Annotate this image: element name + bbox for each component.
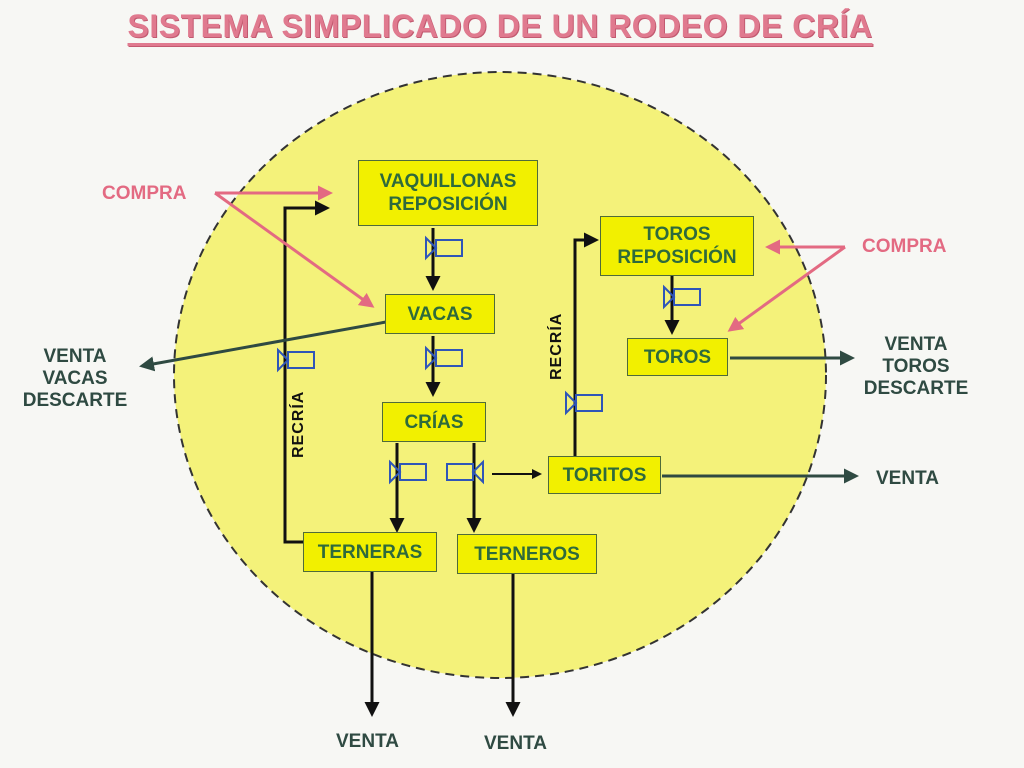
valve-icon <box>565 390 603 416</box>
box-terneras: TERNERAS <box>303 532 437 572</box>
box-toros-reposicion-line1: TOROS <box>643 224 711 245</box>
arrow-recria-left <box>283 200 330 544</box>
label-venta-terneras: VENTA <box>336 731 399 752</box>
label-compra-left: COMPRA <box>102 183 187 204</box>
label-venta-toros-line1: VENTA <box>884 334 948 355</box>
box-vacas: VACAS <box>385 294 495 334</box>
valve-icon <box>446 459 484 485</box>
box-terneros: TERNEROS <box>457 534 597 574</box>
arrow-vacas-venta <box>139 320 387 372</box>
label-compra-right: COMPRA <box>862 236 947 257</box>
label-recria-left: RECRÍA <box>290 390 307 458</box>
label-venta-toros-line2: TOROS <box>882 356 950 377</box>
label-venta-vacas-line2: VACAS <box>42 368 108 389</box>
label-venta-vacas-line3: DESCARTE <box>22 390 128 411</box>
compra-arrows <box>214 185 846 332</box>
box-toros-reposicion: TOROS REPOSICIÓN <box>600 216 754 276</box>
valve-icon <box>663 284 701 310</box>
arrow-recria-right <box>573 232 599 456</box>
label-venta-vacas-descarte: VENTA VACAS DESCARTE <box>12 346 138 412</box>
label-venta-terneros: VENTA <box>484 733 547 754</box>
valve-icon <box>277 347 315 373</box>
label-venta-toros-descarte: VENTA TOROS DESCARTE <box>852 334 980 400</box>
label-recria-right: RECRÍA <box>548 312 565 380</box>
box-crias: CRÍAS <box>382 402 486 442</box>
valve-icon <box>425 345 463 371</box>
valve-icon-group <box>277 235 701 485</box>
venta-arrows <box>139 320 859 484</box>
label-venta-toros-line3: DESCARTE <box>863 378 969 399</box>
valve-icon <box>389 459 427 485</box>
arrow-compra-vacas <box>214 191 375 308</box>
box-toritos: TORITOS <box>548 456 661 494</box>
box-vaquillonas-line1: VAQUILLONAS <box>379 171 517 192</box>
box-toros: TOROS <box>627 338 728 376</box>
box-vaquillonas-line2: REPOSICIÓN <box>388 194 508 215</box>
diagram-title: SISTEMA SIMPLICADO DE UN RODEO DE CRÍA <box>127 8 873 44</box>
box-toros-reposicion-line2: REPOSICIÓN <box>617 247 737 268</box>
flow-arrows <box>283 200 680 717</box>
label-venta-vacas-line1: VENTA <box>43 346 107 367</box>
valve-icon <box>425 235 463 261</box>
arrow-compra-toros <box>727 245 846 332</box>
label-venta-toritos: VENTA <box>876 468 939 489</box>
box-vaquillonas-reposicion: VAQUILLONAS REPOSICIÓN <box>358 160 538 226</box>
